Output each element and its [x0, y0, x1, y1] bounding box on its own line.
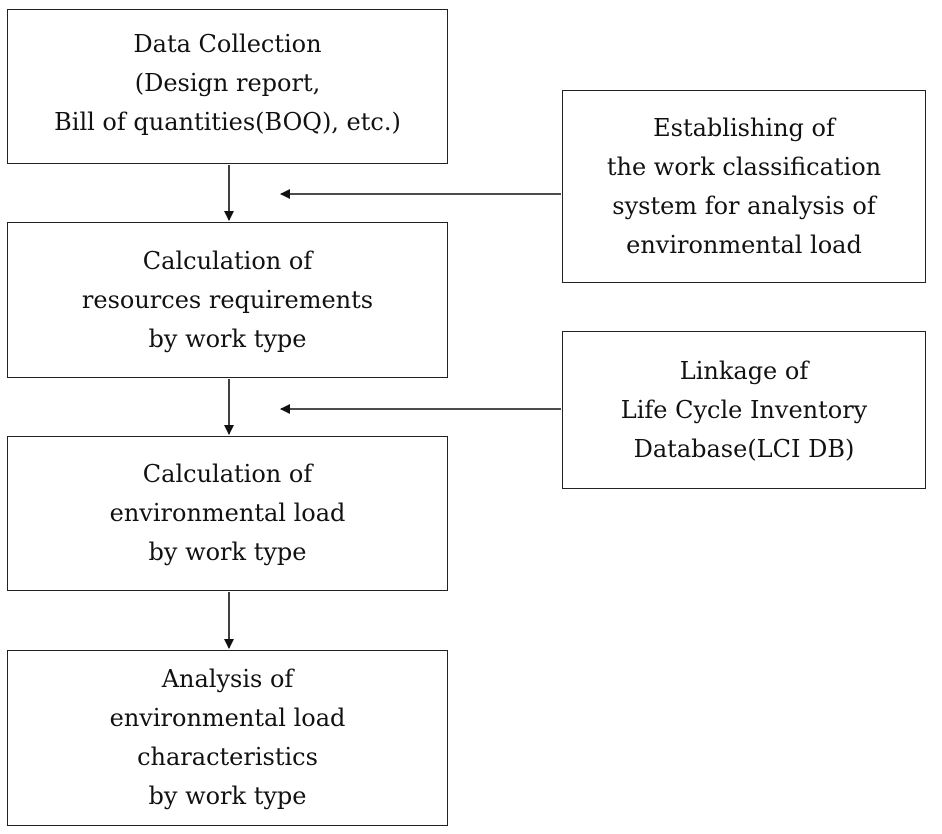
box-text-line: characteristics	[137, 743, 318, 771]
box-text-line: Analysis of	[161, 665, 294, 693]
environmental-load-calculation-box: Calculation of environmental load by wor…	[7, 436, 448, 591]
box-text-line: Calculation of	[142, 246, 313, 275]
box-text-line: environmental load	[626, 230, 862, 259]
box-text-line: Calculation of	[142, 460, 313, 488]
lci-db-linkage-box: Linkage of Life Cycle Inventory Database…	[562, 331, 926, 489]
box-text-line: Linkage of	[679, 356, 809, 385]
box-text-line: by work type	[148, 324, 307, 353]
box-text-line: the work classification	[606, 152, 882, 181]
work-classification-box: Establishing of the work classification …	[562, 90, 926, 283]
resources-calculation-box: Calculation of resources requirements by…	[7, 222, 448, 378]
box-text-line: environmental load	[109, 499, 346, 527]
data-collection-box: Data Collection (Design report, Bill of …	[7, 9, 448, 164]
box-text-line: (Design report,	[134, 69, 321, 97]
box-text-line: Database(LCI DB)	[633, 434, 855, 463]
box-text-line: environmental load	[109, 704, 346, 732]
box-text-line: system for analysis of	[612, 191, 876, 220]
box-text-line: by work type	[148, 782, 307, 810]
box-text-line: Data Collection	[133, 30, 322, 58]
analysis-box: Analysis of environmental load character…	[7, 650, 448, 826]
box-text-line: Bill of quantities(BOQ), etc.)	[54, 108, 401, 136]
box-text-line: Life Cycle Inventory	[620, 395, 868, 424]
box-text-line: Establishing of	[653, 113, 835, 142]
box-text-line: by work type	[148, 538, 307, 566]
box-text-line: resources requirements	[81, 285, 374, 314]
